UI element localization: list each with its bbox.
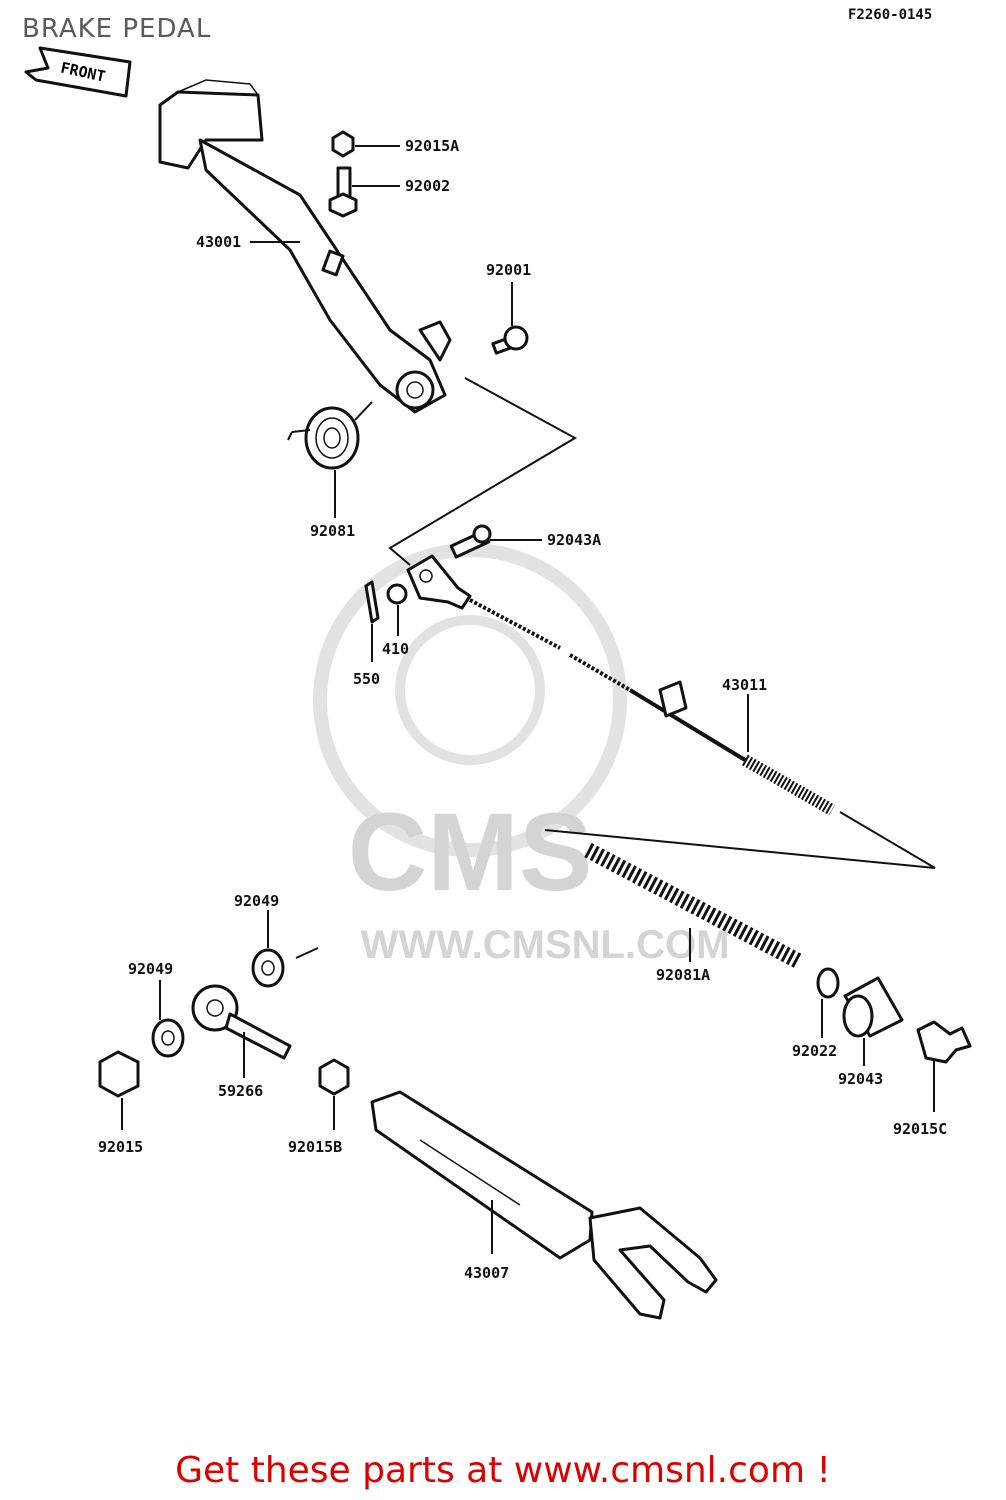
collar-icon bbox=[842, 976, 904, 1038]
adjust-nut-icon bbox=[318, 1058, 350, 1096]
washer-icon bbox=[386, 583, 408, 605]
part-number: 92043A bbox=[547, 531, 601, 549]
diagram-code: F2260-0145 bbox=[848, 7, 933, 23]
rubber-washer-upper-icon bbox=[251, 948, 285, 988]
clevis-icon bbox=[406, 554, 472, 610]
footer-link[interactable]: Get these parts at www.cmsnl.com ! bbox=[175, 1450, 831, 1491]
part-number: 92002 bbox=[405, 177, 450, 195]
part-number: 410 bbox=[382, 640, 409, 658]
part-number: 92015A bbox=[405, 137, 459, 155]
part-number: 92022 bbox=[792, 1042, 837, 1060]
part-number: 59266 bbox=[218, 1082, 263, 1100]
part-number: 92049 bbox=[234, 892, 279, 910]
page-title: BRAKE PEDAL bbox=[22, 14, 212, 44]
part-number: 92043 bbox=[838, 1070, 883, 1088]
part-number: 43011 bbox=[722, 676, 767, 694]
part-number: 43007 bbox=[464, 1264, 509, 1282]
brake-rod-icon bbox=[469, 598, 835, 816]
front-arrow-icon: FRONT bbox=[24, 46, 132, 98]
lock-nut-icon bbox=[98, 1050, 140, 1098]
part-number: 92049 bbox=[128, 960, 173, 978]
torque-link-icon bbox=[370, 1090, 718, 1320]
part-number: 92015C bbox=[893, 1120, 947, 1138]
watermark-brand: CMS bbox=[348, 791, 592, 914]
part-number: 43001 bbox=[196, 233, 241, 251]
part-labels: 92015A 92002 43001 92001 92081 92043A 41… bbox=[98, 137, 947, 1282]
brake-pedal-arm-icon bbox=[158, 79, 452, 414]
pivot-bolt-icon bbox=[491, 325, 529, 355]
cotter-pin-icon bbox=[364, 580, 380, 624]
part-number: 92081 bbox=[310, 522, 355, 540]
part-number: 550 bbox=[353, 670, 380, 688]
return-spring-icon bbox=[287, 401, 373, 470]
wing-nut-icon bbox=[916, 1020, 972, 1064]
clevis-pin-icon bbox=[449, 524, 492, 559]
bolt-icon bbox=[328, 166, 358, 218]
part-number: 92015 bbox=[98, 1138, 143, 1156]
rubber-washer-lower-icon bbox=[151, 1018, 185, 1058]
watermark: CMS WWW.CMSNL.COM bbox=[313, 543, 730, 967]
part-number: 92001 bbox=[486, 261, 531, 279]
watermark-url: WWW.CMSNL.COM bbox=[361, 923, 730, 967]
rod-end-icon bbox=[191, 984, 292, 1060]
watermark-face-icon bbox=[395, 615, 545, 765]
spring-washer-icon bbox=[816, 967, 840, 999]
adjuster-spring-icon bbox=[584, 842, 804, 970]
nut-icon bbox=[331, 130, 355, 158]
part-number: 92015B bbox=[288, 1138, 342, 1156]
part-number: 92081A bbox=[656, 966, 710, 984]
assembly-lines bbox=[295, 377, 936, 959]
